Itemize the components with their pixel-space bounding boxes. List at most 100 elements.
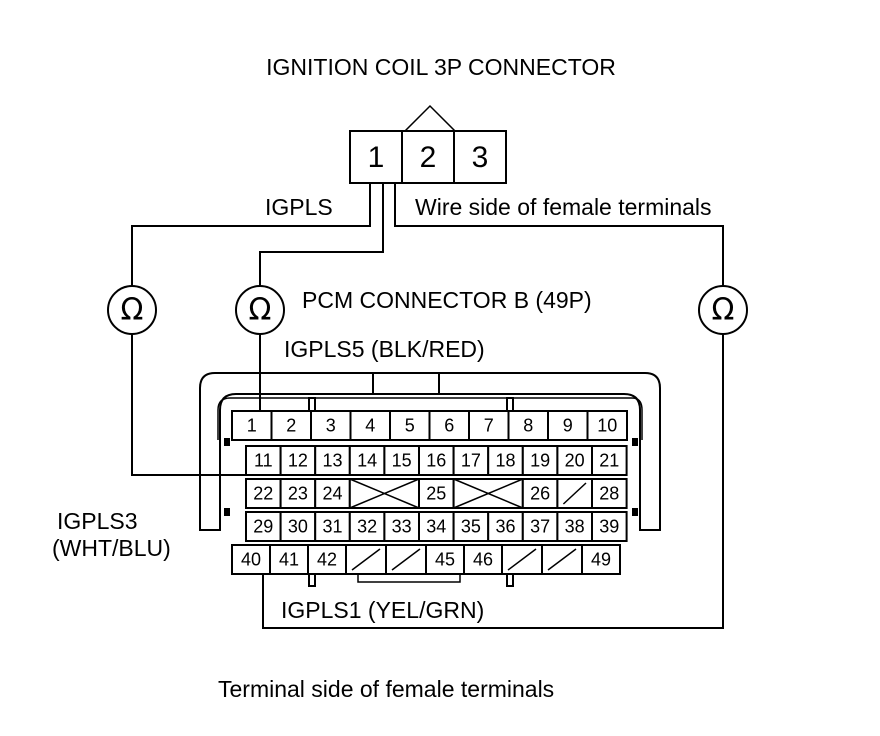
terminal-number: 28 (599, 483, 619, 503)
ohm-icon: Ω (249, 293, 272, 328)
ohmmeter-circle (107, 285, 157, 335)
coil-pin-3: 3 (472, 141, 489, 174)
terminal-number: 18 (495, 450, 515, 470)
terminal-number: 1 (247, 415, 257, 435)
terminal-number: 15 (392, 450, 412, 470)
terminal-number: 32 (357, 516, 377, 536)
terminal-number: 37 (530, 516, 550, 536)
coil-pin-2: 2 (420, 141, 437, 174)
terminal-cavity (348, 445, 386, 476)
terminal-cavity (425, 544, 465, 575)
terminal-cavity (487, 511, 524, 542)
terminal-number: 34 (426, 516, 446, 536)
terminal-number: 5 (405, 415, 415, 435)
ohmmeter-right: Ω (698, 285, 748, 335)
terminal-number: 20 (565, 450, 585, 470)
empty-cavity-mark (453, 478, 524, 509)
terminal-cavity (586, 410, 628, 441)
footer-label: Terminal side of female terminals (218, 676, 554, 702)
empty-cavity-mark (562, 482, 587, 505)
terminal-number: 10 (597, 415, 617, 435)
terminal-cavity (231, 544, 271, 575)
housing-notch (632, 508, 638, 516)
terminal-number: 22 (253, 483, 273, 503)
housing-tab (308, 573, 316, 587)
wire-right-meter-to-pin40 (262, 334, 724, 629)
terminal-number: 4 (365, 415, 375, 435)
empty-cavity-mark (349, 478, 420, 509)
terminal-number: 21 (599, 450, 619, 470)
pcm-connector-housing (199, 372, 661, 587)
terminal-cavity (521, 511, 559, 542)
housing-outer (199, 372, 661, 531)
terminal-number: 11 (254, 450, 273, 470)
ohm-icon: Ω (712, 293, 735, 328)
wire-side-label: Wire side of female terminals (415, 194, 712, 220)
terminal-cavity (314, 511, 351, 542)
ohmmeter-middle: Ω (235, 285, 285, 335)
terminal-number: 16 (426, 450, 446, 470)
terminal-number: 45 (435, 549, 455, 569)
housing-tab (506, 573, 514, 587)
housing-notch (224, 508, 230, 516)
coil-pin-1: 1 (368, 141, 385, 174)
pcm-connector-label: PCM CONNECTOR B (49P) (302, 287, 592, 313)
terminal-cavity (547, 410, 589, 441)
ohmmeter-left: Ω (107, 285, 157, 335)
housing-top-key (372, 372, 440, 395)
terminal-number: 39 (599, 516, 619, 536)
housing-tab (506, 397, 514, 412)
terminal-number: 8 (523, 415, 533, 435)
terminal-cavity (581, 544, 621, 575)
housing-notch (224, 438, 230, 446)
terminal-cavity (307, 544, 347, 575)
terminal-cavity (556, 511, 594, 542)
terminal-cavity (463, 544, 503, 575)
terminal-number: 13 (322, 450, 342, 470)
wire-left-meter-to-pin22 (131, 334, 247, 476)
terminal-number: 26 (530, 483, 550, 503)
ohmmeter-circle (235, 285, 285, 335)
coil-connector-body (349, 130, 507, 184)
terminal-cavity (245, 445, 282, 476)
wire-coil1-to-right-meter (394, 183, 724, 286)
terminal-number: 2 (286, 415, 296, 435)
terminal-cavity (591, 478, 628, 509)
terminal-number: 23 (288, 483, 308, 503)
terminal-number: 46 (473, 549, 493, 569)
terminal-number: 41 (279, 549, 299, 569)
terminal-number: 33 (392, 516, 412, 536)
terminal-cavity (245, 478, 282, 509)
terminal-cavity (418, 478, 455, 509)
terminal-number: 7 (484, 415, 494, 435)
ignition-coil-title: IGNITION COIL 3P CONNECTOR (266, 54, 616, 80)
housing-inner-lip (217, 397, 643, 440)
terminal-number: 24 (322, 483, 342, 503)
igpls1-label: IGPLS1 (YEL/GRN) (281, 597, 484, 623)
empty-cavity-mark (391, 548, 421, 571)
terminal-number: 36 (495, 516, 515, 536)
igpls3-label: IGPLS3 (57, 508, 138, 534)
terminal-cavity (418, 445, 455, 476)
connector-latch (404, 104, 456, 132)
terminal-number: 30 (288, 516, 308, 536)
terminal-number: 14 (357, 450, 377, 470)
terminal-cavity (383, 511, 420, 542)
terminal-number: 12 (288, 450, 308, 470)
wire-coil1-to-left-meter (131, 183, 371, 286)
empty-cavity-mark (351, 548, 381, 571)
terminal-number: 31 (322, 516, 342, 536)
terminal-number: 49 (591, 549, 611, 569)
terminal-number: 3 (326, 415, 336, 435)
igpls-label: IGPLS (265, 194, 333, 220)
empty-cavity-mark (507, 548, 537, 571)
ohm-icon: Ω (121, 293, 144, 328)
terminal-number: 35 (461, 516, 481, 536)
terminal-number: 29 (253, 516, 273, 536)
terminal-number: 40 (241, 549, 261, 569)
terminal-number: 42 (317, 549, 337, 569)
terminal-number: 25 (426, 483, 446, 503)
housing-tab (308, 397, 316, 412)
